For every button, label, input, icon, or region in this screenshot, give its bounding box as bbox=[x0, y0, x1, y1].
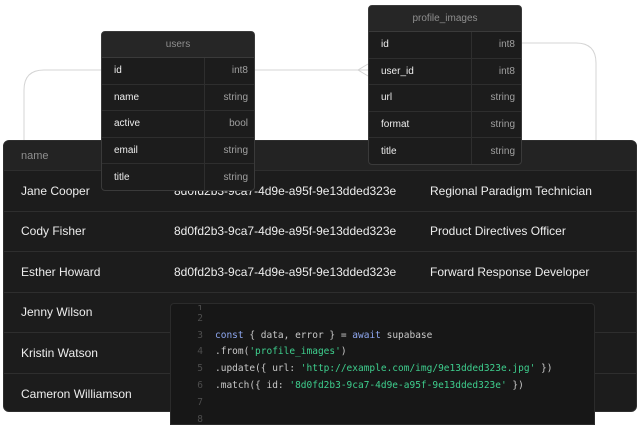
code-line: 3 const { data, error } = await supabase bbox=[171, 327, 594, 344]
table-row[interactable]: Cody Fisher 8d0fd2b3-9ca7-4d9e-a95f-9e13… bbox=[4, 212, 636, 252]
code-line: 8 bbox=[171, 411, 594, 425]
users-connector-left bbox=[23, 69, 101, 140]
line-content: .update({ url: 'http://example.com/img/9… bbox=[215, 363, 552, 374]
cell-id: 8d0fd2b3-9ca7-4d9e-a95f-9e13dded323e bbox=[174, 264, 397, 279]
schema-column-row: format string bbox=[369, 111, 521, 139]
column-name: name bbox=[114, 91, 140, 103]
column-name: url bbox=[381, 92, 393, 104]
table-header: name bbox=[4, 141, 636, 171]
users-schema-card[interactable]: users id int8 name string active bool em… bbox=[101, 31, 255, 191]
images-connector-right bbox=[522, 42, 597, 140]
string-token: 'profile_images' bbox=[249, 346, 341, 358]
schema-column-row: email string bbox=[102, 137, 254, 165]
table-row[interactable]: Esther Howard 8d0fd2b3-9ca7-4d9e-a95f-9e… bbox=[4, 252, 636, 293]
string-token: '8d0fd2b3-9ca7-4d9e-a95f-9e13dded323e' bbox=[289, 380, 507, 392]
line-number: 7 bbox=[197, 396, 203, 408]
line-number: 2 bbox=[197, 312, 203, 324]
code-line: 6 .match({ id: '8d0fd2b3-9ca7-4d9e-a95f-… bbox=[171, 377, 594, 394]
code-line: 7 bbox=[171, 394, 594, 411]
line-number: 6 bbox=[197, 380, 203, 392]
column-type: string bbox=[471, 85, 521, 111]
column-type: int8 bbox=[471, 32, 521, 58]
code-token: }) bbox=[506, 380, 524, 392]
table-row[interactable]: Cameron Williamson bbox=[4, 374, 636, 412]
code-token: supabase bbox=[380, 329, 433, 341]
cell-title: Product Directives Officer bbox=[430, 224, 566, 239]
line-number: 8 bbox=[197, 413, 203, 425]
column-name: id bbox=[114, 65, 122, 77]
cell-name: Cameron Williamson bbox=[21, 386, 132, 401]
column-type: int8 bbox=[471, 58, 521, 85]
schema-column-row: name string bbox=[102, 84, 254, 112]
cell-name: Esther Howard bbox=[21, 264, 101, 279]
schema-column-row: active bool bbox=[102, 111, 254, 138]
schema-column-row: id int8 bbox=[369, 32, 521, 59]
column-type: string bbox=[204, 137, 254, 164]
cell-name: Jenny Wilson bbox=[21, 305, 93, 320]
cell-name: Kristin Watson bbox=[21, 345, 98, 360]
column-type: string bbox=[204, 164, 254, 190]
column-name: title bbox=[381, 146, 397, 158]
code-token: }) bbox=[535, 363, 553, 375]
code-editor[interactable]: 1 2 3 const { data, error } = await supa… bbox=[170, 303, 595, 425]
column-type: string bbox=[204, 84, 254, 111]
table-row[interactable]: Jane Cooper 8d0fd2b3-9ca7-4d9e-a95f-9e13… bbox=[4, 171, 636, 212]
column-name: email bbox=[114, 145, 138, 157]
column-type: int8 bbox=[204, 58, 254, 84]
line-number: 5 bbox=[197, 363, 203, 375]
column-name: title bbox=[114, 172, 130, 184]
schema-column-row: title string bbox=[102, 164, 254, 190]
column-type: string bbox=[471, 111, 521, 138]
code-token: ) bbox=[340, 346, 347, 358]
schema-column-row: url string bbox=[369, 85, 521, 112]
column-name: user_id bbox=[381, 65, 414, 77]
cell-name: Jane Cooper bbox=[21, 183, 90, 198]
code-token: .from( bbox=[215, 346, 250, 358]
schema-title: users bbox=[102, 32, 254, 58]
cell-title: Forward Response Developer bbox=[430, 264, 590, 279]
schema-column-row: user_id int8 bbox=[369, 58, 521, 86]
schema-column-row: id int8 bbox=[102, 58, 254, 85]
column-name: format bbox=[381, 119, 410, 131]
line-number: 3 bbox=[197, 329, 203, 341]
code-token: .update({ url: bbox=[215, 363, 301, 375]
column-header-name[interactable]: name bbox=[21, 149, 49, 162]
line-number: 1 bbox=[197, 304, 203, 310]
schema-title: profile_images bbox=[369, 6, 521, 32]
code-line: 2 bbox=[171, 310, 594, 327]
cell-title: Regional Paradigm Technician bbox=[430, 183, 592, 198]
line-content: const { data, error } = await supabase bbox=[215, 330, 432, 341]
column-type: string bbox=[471, 138, 521, 164]
keyword-token: await bbox=[352, 329, 381, 341]
code-token: { data, error } = bbox=[243, 329, 353, 341]
cell-name: Cody Fisher bbox=[21, 224, 86, 239]
schema-column-row: title string bbox=[369, 138, 521, 164]
profile-images-schema-card[interactable]: profile_images id int8 user_id int8 url … bbox=[368, 5, 522, 165]
code-line: 1 bbox=[171, 304, 594, 310]
column-name: id bbox=[381, 39, 389, 51]
line-number: 4 bbox=[197, 346, 203, 358]
cell-id: 8d0fd2b3-9ca7-4d9e-a95f-9e13dded323e bbox=[174, 224, 397, 239]
line-content: .match({ id: '8d0fd2b3-9ca7-4d9e-a95f-9e… bbox=[215, 380, 524, 391]
column-name: active bbox=[114, 118, 141, 130]
string-token: 'http://example.com/img/9e13dded323e.jpg… bbox=[300, 363, 536, 375]
column-type: bool bbox=[204, 111, 254, 137]
line-content: .from('profile_images') bbox=[215, 346, 347, 357]
code-line: 4 .from('profile_images') bbox=[171, 344, 594, 361]
code-token: .match({ id: bbox=[215, 380, 290, 392]
crowfoot-icon bbox=[357, 63, 369, 77]
code-line: 5 .update({ url: 'http://example.com/img… bbox=[171, 360, 594, 377]
keyword-token: const bbox=[215, 329, 244, 341]
